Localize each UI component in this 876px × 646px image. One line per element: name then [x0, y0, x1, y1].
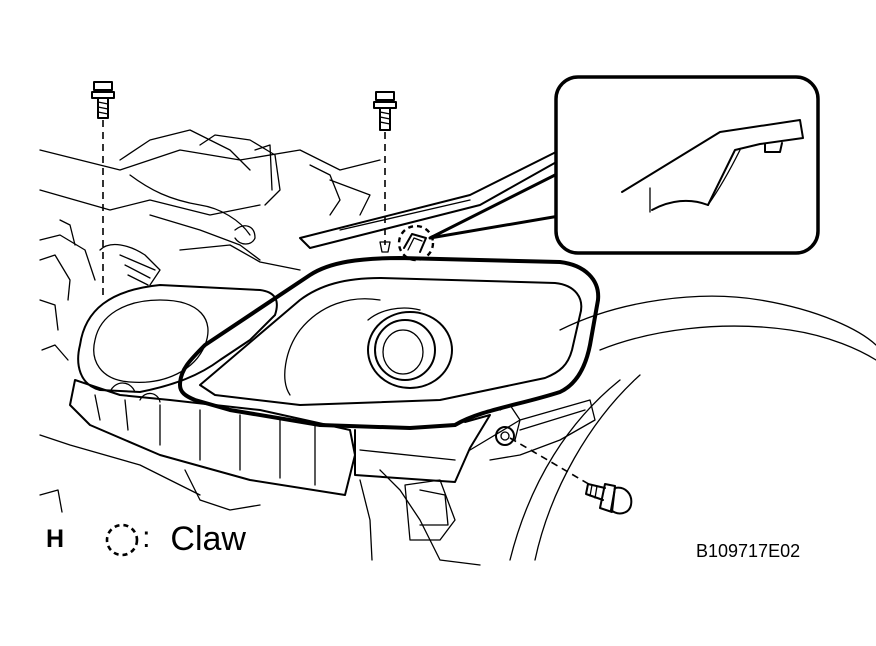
front-bumper-structure: [69, 379, 596, 566]
bolt-path-lower-right: [509, 437, 593, 487]
headlight-assembly: [178, 256, 601, 483]
legend-label: Claw: [170, 520, 246, 558]
bolt-lower-right: [585, 483, 633, 515]
view-letter: H: [46, 525, 65, 553]
bolt-hole: [495, 426, 515, 446]
figure-code: B109717E02: [696, 541, 801, 561]
bolt-top-center: [373, 91, 397, 131]
claw-detail-callout: [428, 75, 820, 255]
fender: [509, 295, 876, 561]
claw-marker: [397, 224, 435, 262]
engine-bay-background: [39, 129, 381, 513]
left-headlight: [77, 284, 278, 393]
legend-separator: :: [142, 520, 151, 554]
bolt-top-left: [91, 81, 115, 119]
dashed-circle-icon: [105, 523, 139, 556]
legend: H : Claw: [46, 520, 246, 559]
